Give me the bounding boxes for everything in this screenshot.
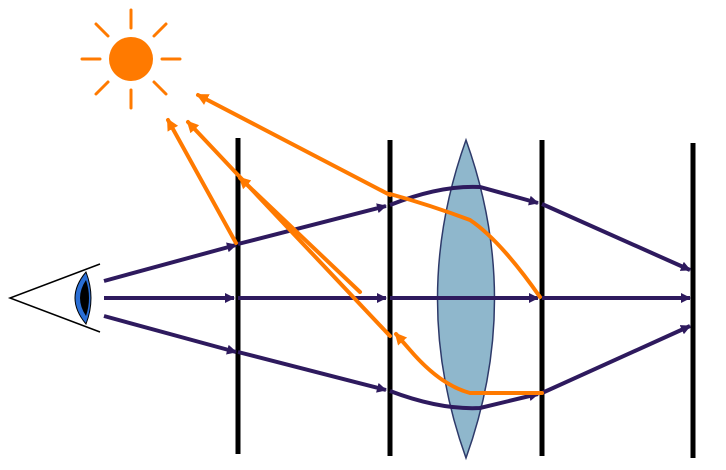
view-ray-top-3	[389, 184, 539, 207]
sun-disk	[109, 37, 153, 81]
eye-pupil	[80, 280, 89, 316]
view-ray-top-4	[541, 202, 691, 272]
light-ray-2-a	[196, 93, 392, 197]
view-ray-top-2	[237, 203, 387, 246]
view-ray-bottom-1	[103, 314, 237, 355]
sun-rays	[80, 8, 182, 110]
light-ray-2-b	[388, 192, 542, 299]
view-rays	[103, 184, 691, 411]
light-ray-1	[166, 118, 238, 245]
view-ray-bottom-4	[541, 324, 691, 395]
sun-icon	[80, 8, 182, 110]
light-ray-3-c	[238, 176, 362, 294]
light-ray-3-a	[186, 120, 392, 338]
eye-outline	[7, 263, 101, 333]
view-ray-top-1	[103, 242, 237, 283]
view-ray-bottom-3	[389, 389, 539, 411]
light-ray-3-b	[394, 332, 544, 395]
eye-icon	[7, 263, 101, 333]
light-rays	[166, 93, 544, 395]
view-ray-bottom-2	[237, 350, 387, 393]
